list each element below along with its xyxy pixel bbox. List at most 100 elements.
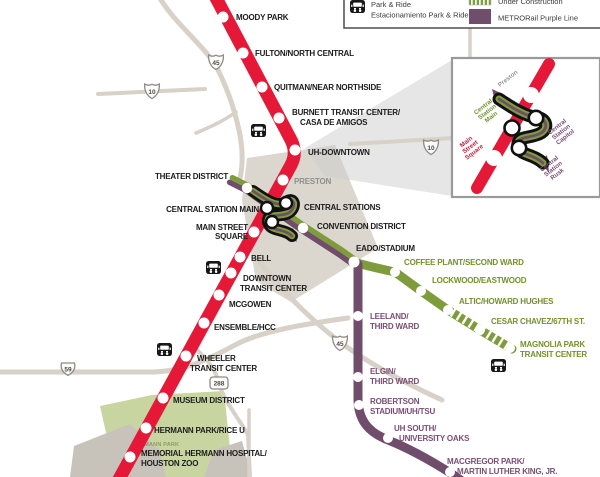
inset-dot-main-street-square [486, 150, 502, 166]
station-label-uh-downtown: UH-DOWNTOWN [308, 148, 370, 157]
station-label-ensemble: ENSEMBLE/HCC [214, 323, 276, 332]
station-dot-central-station-capitol [278, 195, 294, 211]
road-i45-north [158, 0, 245, 181]
inset-dot-preston [523, 87, 539, 103]
station-label-eado-stadium: EADO/STADIUM [356, 244, 415, 253]
station-dot-uh-downtown [289, 144, 301, 156]
station-dot-main-street-square [248, 226, 260, 238]
station-dot-wheeler [180, 350, 192, 362]
station-label-cesar-chavez: CESAR CHAVEZ/67TH ST. [491, 317, 585, 326]
station-label-museum-district: MUSEUM DISTRICT [173, 396, 245, 405]
station-label-moody-park: MOODY PARK [236, 13, 289, 22]
hermann-park-label: HERMANN PARK [132, 442, 179, 448]
station-label-robertson-1: ROBERTSON [370, 397, 420, 406]
station-dot-bell [234, 251, 246, 263]
inset-dot-rusk [510, 139, 528, 157]
station-dot-altic [443, 305, 453, 315]
station-dot-elgin [353, 372, 363, 382]
station-dot-preston [277, 174, 289, 186]
station-label-wheeler-1: WHEELER [197, 354, 236, 363]
station-dot-downtown-transit-center [225, 267, 237, 279]
sh288-shield-label: 288 [214, 381, 225, 388]
purple-line-labels: LEELAND/ THIRD WARD ELGIN/ THIRD WARD RO… [370, 312, 557, 476]
station-dot-uh-south [383, 433, 393, 443]
station-dot-museum-district [157, 392, 169, 404]
inset-box [450, 56, 600, 199]
station-label-memorial-1: MEMORIAL HERMANN HOSPITAL/ [141, 449, 268, 458]
legend-purple-line-swatch [469, 9, 491, 24]
park-and-ride-icon-dtc [206, 261, 221, 274]
station-label-macgregor-1: MACGREGOR PARK/ [447, 457, 525, 466]
station-label-preston: PRESTON [294, 177, 332, 186]
station-dot-central-station-rusk [264, 214, 280, 230]
legend-park-and-ride-icon [350, 0, 365, 13]
inset-zoom-wedge [305, 60, 452, 196]
station-label-altic: ALTIC/HOWARD HUGHES [459, 297, 554, 306]
station-label-convention-district: CONVENTION DISTRICT [317, 222, 406, 231]
map-legend: Park & Ride Estacionamiento Park & Ride … [343, 0, 600, 29]
station-label-burnett-2: CASA DE AMIGOS [300, 118, 368, 127]
station-dot-leeland [353, 311, 363, 321]
station-dots [124, 11, 515, 477]
sh288-shield-icon [209, 376, 229, 390]
i45-south-shield-label: 45 [336, 341, 344, 348]
station-dot-ensemble-hcc [198, 317, 210, 329]
station-label-hermann-park-rice: HERMANN PARK/RICE U [154, 426, 245, 435]
inset-dot-main [503, 119, 521, 137]
road-i10-east [348, 135, 472, 146]
station-label-fulton: FULTON/NORTH CENTRAL [255, 49, 354, 58]
station-dot-robertson [354, 400, 364, 410]
station-label-dtc-2: TRANSIT CENTER [240, 284, 307, 293]
station-dot-memorial-hermann [124, 451, 136, 463]
station-label-robertson-2: STADIUM/UH/TSU [370, 407, 435, 416]
park-and-ride-icon-burnett [251, 124, 266, 137]
legend-under-construction-swatch [468, 0, 492, 6]
station-dot-burnett [273, 112, 285, 124]
station-label-central-station-main: CENTRAL STATION MAIN [166, 205, 259, 214]
station-label-leeland-1: LEELAND/ [370, 312, 409, 321]
road-ramp [194, 110, 238, 135]
station-label-magnolia-1: MAGNOLIA PARK [520, 340, 585, 349]
station-label-elgin-2: THIRD WARD [370, 377, 420, 386]
station-dot-theater-district [241, 182, 253, 194]
central-stations-inset: Preston Central Station Main Central Sta… [450, 56, 600, 199]
station-label-lockwood: LOCKWOOD/EASTWOOD [432, 276, 527, 285]
i10-shield-label: 10 [148, 89, 156, 96]
station-dot-fulton [237, 47, 249, 59]
station-label-elgin-1: ELGIN/ [370, 367, 396, 376]
station-label-memorial-2: HOUSTON ZOO [141, 459, 198, 468]
station-dot-eado-stadium [348, 256, 360, 268]
station-dot-coffee-plant [390, 267, 400, 277]
station-label-magnolia-2: TRANSIT CENTER [520, 350, 587, 359]
station-dot-hermann-park-rice [140, 422, 152, 434]
station-dot-quitman [256, 81, 268, 93]
station-dot-cesar-chavez [475, 325, 485, 335]
station-dot-magnolia-park [505, 343, 515, 353]
station-label-quitman: QUITMAN/NEAR NORTHSIDE [274, 83, 382, 92]
highway-shields: 45 10 10 45 59 288 [60, 54, 440, 390]
us59-shield-label: 59 [64, 367, 72, 374]
station-label-main-street-square-2: SQUARE [215, 232, 249, 241]
station-dot-central-station-main [259, 200, 275, 216]
park-and-ride-icon-magnolia [491, 359, 506, 372]
green-line-labels: COFFEE PLANT/SECOND WARD LOCKWOOD/EASTWO… [404, 258, 588, 359]
legend-purple-line-label: METRORail Purple Line [498, 14, 578, 23]
station-dot-convention-district [297, 222, 309, 234]
station-label-bell: BELL [251, 254, 271, 263]
station-label-wheeler-2: TRANSIT CENTER [190, 364, 257, 373]
station-label-mcgowen: MCGOWEN [229, 300, 272, 309]
shared-labels: THEATER DISTRICT CENTRAL STATIONS CONVEN… [155, 172, 416, 253]
station-label-burnett-1: BURNETT TRANSIT CENTER/ [292, 108, 401, 117]
i45-shield-label: 45 [212, 60, 220, 67]
station-label-uh-south-1: UH SOUTH/ [394, 424, 437, 433]
legend-park-and-ride-label: Park & Ride [371, 0, 411, 9]
station-label-leeland-2: THIRD WARD [370, 322, 420, 331]
station-dot-moody-park [217, 11, 229, 23]
station-dot-macgregor [445, 467, 455, 477]
central-stations-loop [247, 185, 300, 242]
station-label-uh-south-2: UNIVERSITY OAKS [399, 434, 470, 443]
station-label-macgregor-2: MARTIN LUTHER KING, JR. [457, 467, 557, 476]
i10-east-shield-label: 10 [427, 145, 435, 152]
